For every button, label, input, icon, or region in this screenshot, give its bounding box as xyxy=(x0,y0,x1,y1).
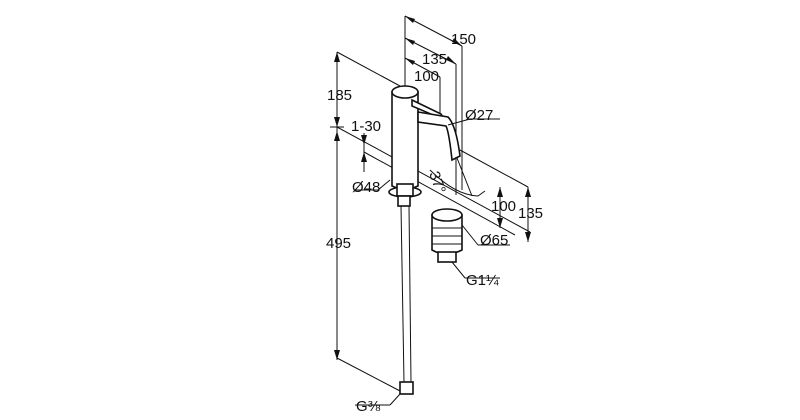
counter-thickness-dimension xyxy=(361,133,516,236)
dim-spout-angle: 37° xyxy=(425,169,449,196)
dim-width-135: 135 xyxy=(422,51,447,68)
dim-spout-height-135: 135 xyxy=(518,205,543,222)
spout-height-dimensions xyxy=(429,149,531,242)
dim-waste-thread: G1¼ xyxy=(466,272,499,289)
dim-hose-thread: G⅜ xyxy=(356,398,381,415)
spout xyxy=(417,111,461,162)
supply-hose xyxy=(397,195,414,395)
dim-waste-diameter: Ø65 xyxy=(480,232,508,249)
dim-spout-height-100: 100 xyxy=(491,198,516,215)
waste-plug xyxy=(431,208,463,263)
dim-spout-diameter: Ø27 xyxy=(465,107,493,124)
dim-hose-length: 495 xyxy=(326,235,351,252)
dim-thickness-range: 1-30 xyxy=(351,118,381,135)
dim-width-150: 150 xyxy=(451,31,476,48)
leader-lines xyxy=(355,118,510,406)
dim-width-100: 100 xyxy=(414,68,439,85)
height-dimension-lines xyxy=(330,51,531,393)
dim-height-185: 185 xyxy=(327,87,352,104)
dim-body-diameter: Ø48 xyxy=(352,179,380,196)
faucet-body xyxy=(388,85,461,198)
